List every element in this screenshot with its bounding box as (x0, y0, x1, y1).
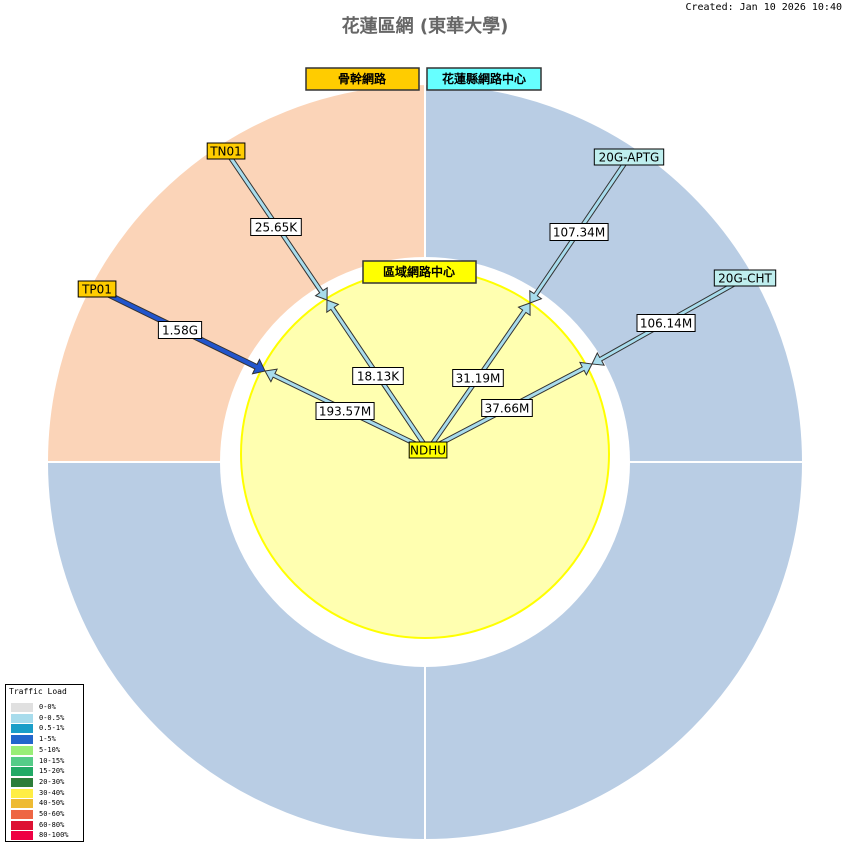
link-tp01-out-label-text: 1.58G (162, 323, 198, 337)
legend-label: 40-50% (39, 799, 65, 808)
legend-swatch (11, 724, 33, 734)
node-ndhu[interactable]: NDHU (408, 441, 448, 459)
legend-label: 50-60% (39, 810, 65, 818)
legend-label: 0.5-1% (39, 724, 65, 733)
legend-label: 80-100% (39, 831, 69, 840)
link-tn01-in-label-text: 18.13K (357, 369, 400, 383)
link-aptg-in-label: 31.19M (452, 369, 504, 387)
link-cht-out-label: 106.14M (636, 314, 696, 332)
county-header-text: 花蓮縣網路中心 (442, 71, 526, 86)
legend-label: 10-15% (39, 756, 65, 765)
legend-swatch (11, 756, 33, 766)
node-tn01-label: TN01 (209, 144, 242, 158)
legend-swatch (11, 745, 33, 755)
legend-item: 40-50% (11, 799, 81, 809)
backbone-header-text: 骨幹網路 (338, 71, 387, 86)
county-header: 花蓮縣網路中心 (426, 67, 542, 91)
legend-title: Traffic Load (9, 687, 67, 696)
legend-item: 1-5% (11, 735, 81, 745)
legend-swatch (11, 831, 33, 841)
node-aptg-label: 20G-APTG (599, 150, 660, 164)
link-tn01-out-label-text: 25.65K (255, 220, 298, 234)
legend-swatch (11, 820, 33, 830)
page-title: 花蓮區網 (東華大學) (341, 16, 509, 37)
legend-item: 15-20% (11, 767, 81, 777)
legend-label: 20-30% (39, 777, 65, 786)
link-tn01-out-label: 25.65K (250, 218, 302, 236)
node-tp01[interactable]: TP01 (77, 280, 117, 298)
link-cht-in-label-text: 37.66M (485, 401, 530, 415)
legend-label: 5-10% (39, 745, 61, 754)
link-cht-out-label-text: 106.14M (640, 316, 692, 330)
legend-swatch (11, 777, 33, 787)
legend-label: 30-40% (39, 788, 65, 797)
link-aptg-out-label-text: 107.34M (553, 225, 605, 239)
labels-layer: 骨幹網路 花蓮縣網路中心 區域網路中心 25.65K 18.13K 1.58G 193… (157, 67, 696, 420)
regional-header-text: 區域網路中心 (383, 264, 455, 279)
legend-item: 0-0.5% (11, 713, 81, 723)
legend-item: 10-15% (11, 756, 81, 766)
regional-header: 區域網路中心 (362, 260, 477, 284)
legend-label: 1-5% (39, 735, 56, 744)
link-tp01-in-label: 193.57M (315, 402, 375, 420)
legend-item: 0-0% (11, 703, 81, 712)
node-ndhu-label: NDHU (410, 443, 446, 457)
link-tp01-in-label-text: 193.57M (319, 404, 371, 418)
legend-label: 60-80% (39, 820, 65, 829)
legend-swatch (11, 799, 33, 809)
legend-item: 5-10% (11, 745, 81, 755)
legend-item: 20-30% (11, 777, 81, 787)
legend-swatch (11, 735, 33, 745)
link-tn01-in-label: 18.13K (352, 367, 404, 385)
legend-swatch (11, 713, 33, 723)
legend-label: 15-20% (39, 767, 65, 776)
link-aptg-out-label: 107.34M (549, 223, 609, 241)
backbone-header: 骨幹網路 (305, 67, 420, 91)
legend-swatch (11, 767, 33, 777)
legend-item: 60-80% (11, 820, 81, 830)
traffic-load-legend: Traffic Load 0-0% 0-0.5% 0.5-1% 1-5%5-10% 10… (5, 684, 84, 842)
node-aptg[interactable]: 20G-APTG (593, 148, 665, 166)
legend-item: 0.5-1% (11, 724, 81, 734)
node-cht-label: 20G-CHT (718, 271, 772, 285)
legend-label: 0-0.5% (39, 713, 65, 722)
legend-swatch (11, 703, 33, 712)
legend-label: 0-0% (39, 703, 56, 711)
link-cht-in-label: 37.66M (481, 399, 533, 417)
legend-swatch (11, 788, 33, 798)
link-aptg-in-label-text: 31.19M (456, 371, 501, 385)
legend-swatch (11, 810, 33, 819)
node-tn01[interactable]: TN01 (206, 142, 246, 160)
legend-item: 30-40% (11, 788, 81, 798)
node-tp01-label: TP01 (81, 282, 112, 296)
created-timestamp: Created: Jan 10 2026 10:40 (685, 2, 842, 13)
legend-item: 50-60% (11, 810, 81, 819)
link-tp01-out-label: 1.58G (157, 321, 203, 339)
node-cht[interactable]: 20G-CHT (713, 269, 777, 287)
legend-item: 80-100% (11, 831, 81, 841)
